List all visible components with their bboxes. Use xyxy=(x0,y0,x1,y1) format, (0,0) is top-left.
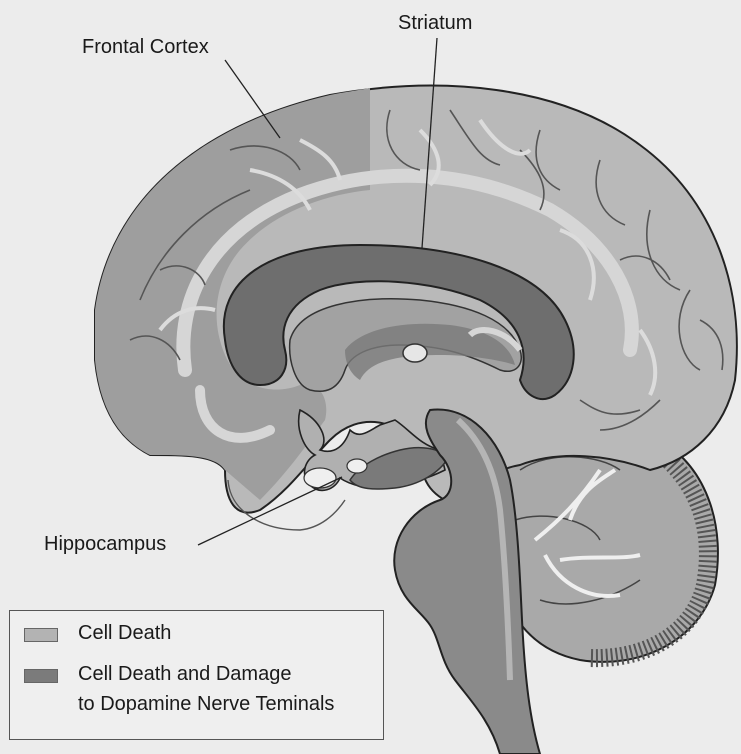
legend-label-cell-death: Cell Death xyxy=(78,620,171,646)
legend-label-dopamine-damage: Cell Death and Damage xyxy=(78,661,291,687)
striatum-label: Striatum xyxy=(398,12,472,35)
legend-swatch-dopamine-damage xyxy=(24,669,58,683)
legend: Cell Death Cell Death and Damage to Dopa… xyxy=(9,610,384,740)
hippocampus-label: Hippocampus xyxy=(44,533,166,556)
frontal-cortex-label: Frontal Cortex xyxy=(82,36,209,59)
legend-label-dopamine-damage-line2: to Dopamine Nerve Teminals xyxy=(78,691,334,717)
legend-swatch-cell-death xyxy=(24,628,58,642)
